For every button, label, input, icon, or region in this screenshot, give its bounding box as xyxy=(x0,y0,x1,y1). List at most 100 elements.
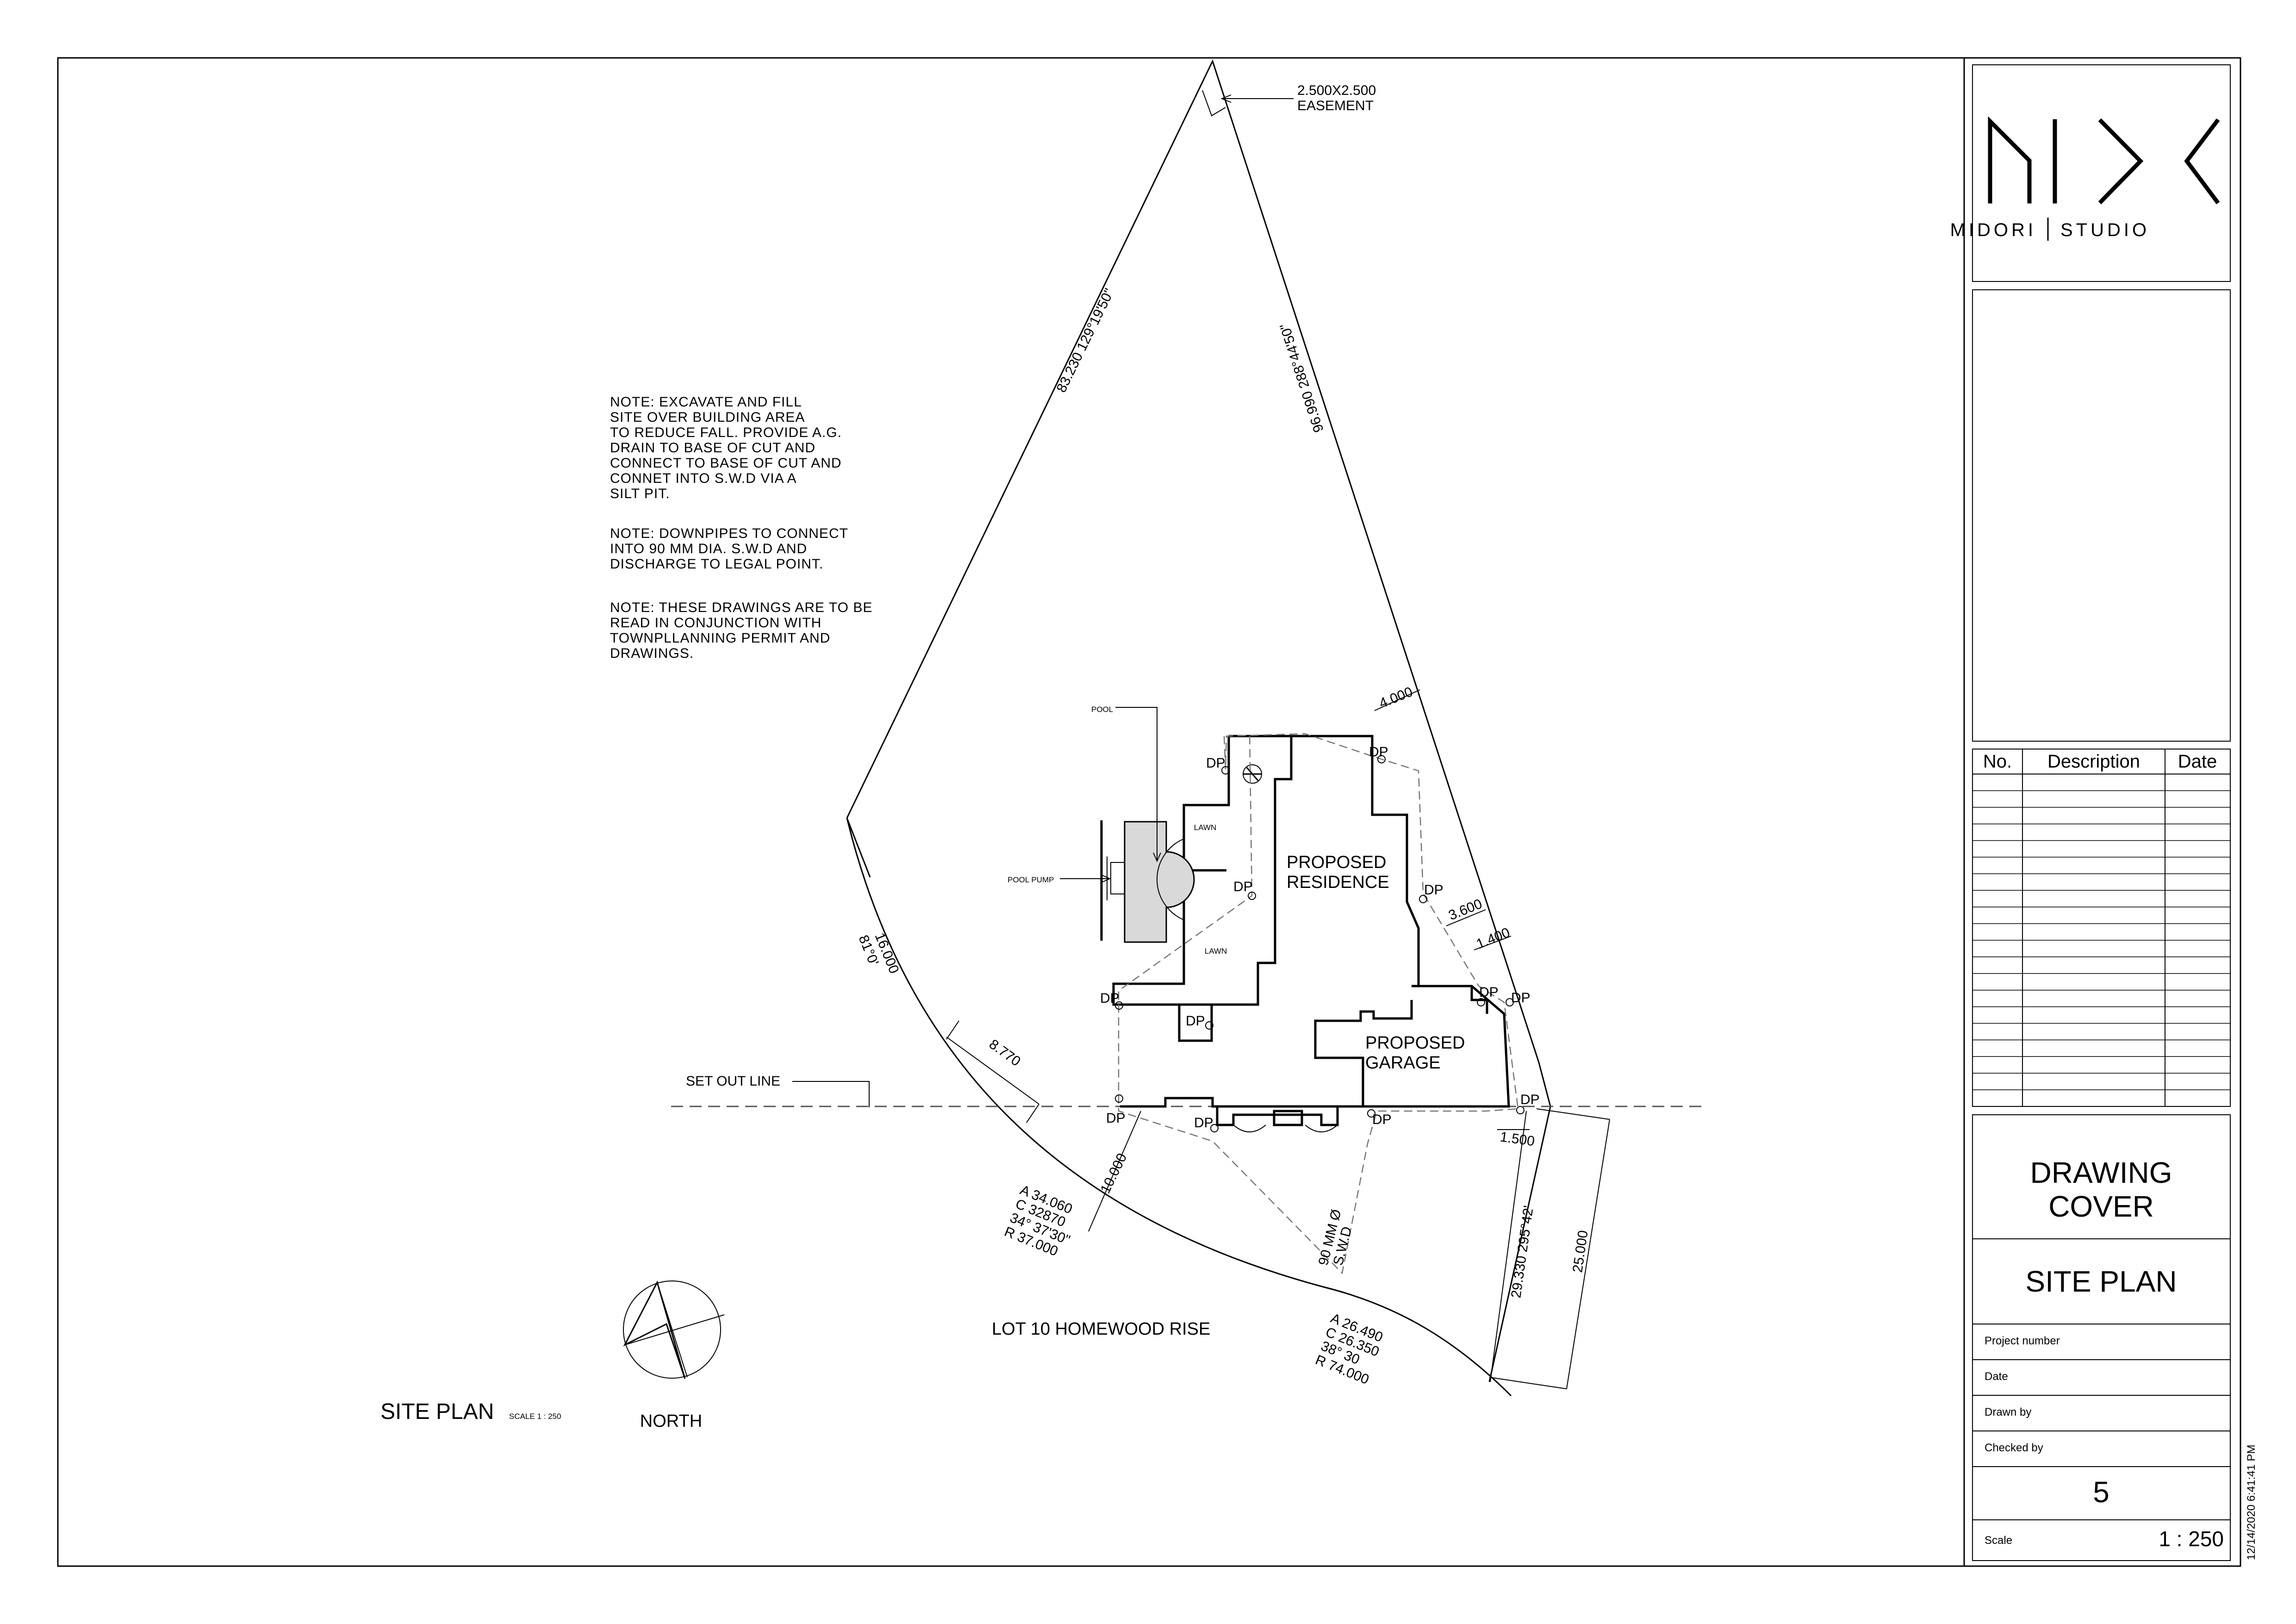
pool-surround xyxy=(1156,838,1184,920)
easement-triangle xyxy=(1202,90,1226,117)
north-arrow-icon xyxy=(623,1280,725,1379)
dp-label: DP xyxy=(1186,1013,1205,1029)
downpipe-icon xyxy=(1516,1106,1524,1114)
front-wall-left xyxy=(1120,1097,1363,1108)
note-2-line-3: DISCHARGE TO LEGAL POINT. xyxy=(610,556,823,572)
downpipe-icon xyxy=(1419,895,1427,903)
downpipe-icon xyxy=(1221,766,1230,775)
building-outline xyxy=(1112,735,1293,1006)
revision-rows xyxy=(1972,790,2230,1090)
dim-1400: 1.400 xyxy=(1474,925,1512,952)
set-out-label: SET OUT LINE xyxy=(686,1074,780,1089)
scale-label: Scale xyxy=(1985,1534,2012,1547)
lawn-label-lower: LAWN xyxy=(1205,947,1227,956)
blank-panel xyxy=(1972,289,2231,742)
pool-shape xyxy=(1124,821,1195,943)
sheet-number: 5 xyxy=(2093,1475,2109,1509)
dim-4000: 4.000 xyxy=(1377,684,1415,712)
lot-boundary xyxy=(846,59,1551,1397)
pool xyxy=(1060,707,1262,943)
north-label: NORTH xyxy=(640,1412,702,1431)
pool-leader xyxy=(1115,707,1157,861)
note-3-line-2: READ IN CONJUNCTION WITH xyxy=(610,615,821,631)
dim-8770: 8.770 xyxy=(986,1037,1023,1069)
downpipe-icon xyxy=(1115,1001,1123,1010)
logo-panel: MIDORI STUDIO xyxy=(1950,64,2231,282)
dp-label: DP xyxy=(1511,990,1531,1006)
lot-left-tail xyxy=(846,818,871,878)
note-1-line-5: CONNECT TO BASE OF CUT AND xyxy=(610,456,842,471)
logo-brand-left: MIDORI xyxy=(1950,220,2036,240)
revision-header-description: Description xyxy=(2047,751,2140,772)
downpipe-icon xyxy=(1377,755,1386,763)
dp-label: DP xyxy=(1233,879,1253,894)
field-checked-by: Checked by xyxy=(1985,1442,2043,1454)
downpipe-icon xyxy=(1367,1109,1375,1118)
note-1-line-2: SITE OVER BUILDING AREA xyxy=(610,410,805,425)
dp-label: DP xyxy=(1372,1112,1392,1127)
pool-pump-label: POOL PUMP xyxy=(1008,875,1054,884)
downpipe-markers xyxy=(1115,755,1524,1132)
lawn-label-upper: LAWN xyxy=(1194,823,1217,832)
dp-label: DP xyxy=(1194,1115,1213,1131)
lot-label: LOT 10 HOMEWOOD RISE xyxy=(992,1319,1210,1339)
easement-label-2: EASEMENT xyxy=(1297,98,1374,113)
downpipe-icon xyxy=(1205,1021,1213,1030)
dim-right-boundary: 96.990 288°44'50" xyxy=(1277,322,1326,434)
dim-10000: 10.000 xyxy=(1098,1151,1130,1196)
dim-3600: 3.600 xyxy=(1446,896,1484,924)
easement-label-1: 2.500X2.500 xyxy=(1297,83,1376,98)
downpipe-icon xyxy=(1477,998,1485,1006)
dim-left-boundary: 83.230 129°19'50" xyxy=(1054,286,1117,395)
porch-step xyxy=(1273,1110,1303,1126)
garage-label-1: PROPOSED xyxy=(1365,1033,1465,1053)
porch-arc-left xyxy=(1233,1124,1266,1132)
pool-label: POOL xyxy=(1091,705,1113,714)
drawing-title-line-1: DRAWING xyxy=(2030,1156,2172,1189)
notes-block: NOTE: EXCAVATE AND FILL SITE OVER BUILDI… xyxy=(610,394,872,661)
dp-label: DP xyxy=(1479,985,1499,1000)
dp-label: DP xyxy=(1369,744,1388,760)
downpipe-icon xyxy=(1210,1124,1219,1132)
easement-arrow-icon xyxy=(1220,94,1232,103)
lot-boundary-line xyxy=(846,59,1551,1382)
title-panel: DRAWING COVER SITE PLAN Project number D… xyxy=(1972,1114,2231,1561)
dp-label: DP xyxy=(1520,1092,1540,1107)
lot-frontage-curve xyxy=(846,818,1512,1397)
note-3-line-4: DRAWINGS. xyxy=(610,646,694,661)
dimension-lines xyxy=(946,689,1610,1389)
note-3-line-1: NOTE: THESE DRAWINGS ARE TO BE xyxy=(610,600,872,615)
field-drawn-by: Drawn by xyxy=(1985,1406,2031,1418)
print-timestamp: 12/14/2020 6:41:41 PM xyxy=(2245,1444,2258,1560)
set-out-leader xyxy=(792,1081,870,1107)
residence-label-2: RESIDENCE xyxy=(1287,873,1389,892)
dim-25000: 25.000 xyxy=(1570,1230,1591,1274)
dp-label: DP xyxy=(1424,882,1444,898)
drawing-title-line-2: COVER xyxy=(2048,1190,2154,1223)
stormwater-drain-line xyxy=(1118,731,1519,1274)
note-1-line-4: DRAIN TO BASE OF CUT AND xyxy=(610,440,815,456)
note-1-line-6: CONNET INTO S.W.D VIA A xyxy=(610,471,797,486)
revision-header-no: No. xyxy=(1983,751,2012,772)
logo-brand-right: STUDIO xyxy=(2060,220,2150,240)
scale-value: 1 : 250 xyxy=(2159,1527,2224,1551)
garage-label-2: GARAGE xyxy=(1365,1053,1441,1073)
site-plan-scale: SCALE 1 : 250 xyxy=(509,1412,561,1421)
note-1-line-7: SILT PIT. xyxy=(610,486,670,501)
garage-side-wall xyxy=(1470,986,1488,1014)
note-1-line-3: TO REDUCE FALL. PROVIDE A.G. xyxy=(610,425,842,440)
note-3-line-3: TOWNPLLANNING PERMIT AND xyxy=(610,631,830,646)
dim-1500: 1.500 xyxy=(1499,1129,1536,1149)
porch-arc-right xyxy=(1305,1124,1338,1132)
downpipe-icon xyxy=(1506,998,1514,1006)
dim-bottom-right: 29.330 295°42' xyxy=(1508,1205,1537,1299)
site-plan-heading: SITE PLAN xyxy=(380,1399,494,1424)
field-project-number: Project number xyxy=(1985,1335,2060,1347)
pool-arrow-icon xyxy=(1153,852,1161,862)
revision-header-date: Date xyxy=(2178,751,2217,772)
front-porch xyxy=(1216,1106,1339,1126)
sheet-border xyxy=(57,57,2241,1567)
dp-label: DP xyxy=(1106,1111,1126,1126)
residence-label-1: PROPOSED xyxy=(1287,853,1386,872)
dp-label: DP xyxy=(1206,756,1226,771)
